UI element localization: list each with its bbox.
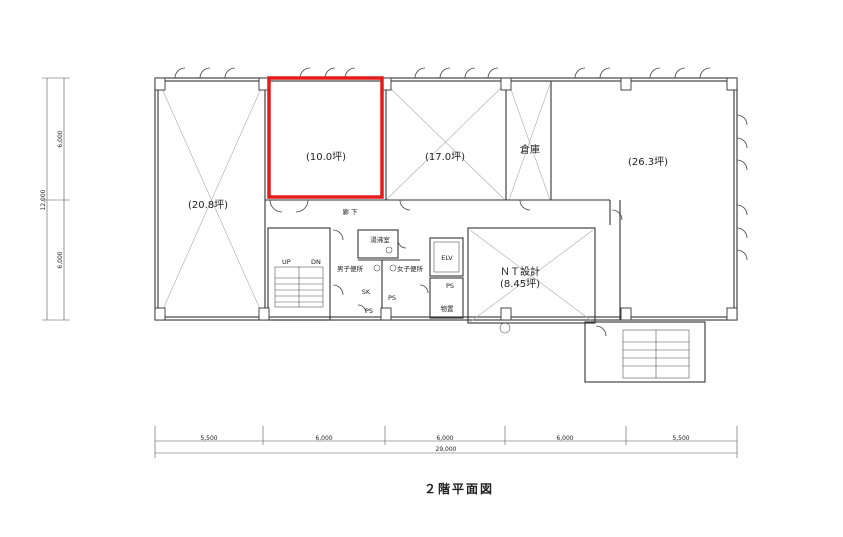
stair-dn-label: DN (311, 258, 321, 266)
structural-columns (154, 77, 738, 321)
emergency-staircase (622, 329, 690, 379)
dim-horizontal-1: 5,500 (200, 435, 217, 442)
dim-total-horizontal: 29,000 (436, 446, 457, 453)
dim-vertical-lower: 6,000 (57, 251, 64, 268)
building-outline (154, 77, 738, 321)
room-west-area: (20.8坪) (188, 198, 228, 211)
room-center-area: (17.0坪) (425, 150, 465, 163)
dim-horizontal-5: 5,500 (672, 435, 689, 442)
dim-horizontal-4: 6,000 (556, 435, 573, 442)
room-highlighted-area: (10.0坪) (306, 150, 346, 163)
mens-toilet-label: 男子便所 (337, 264, 364, 273)
elevator-label: ELV (441, 254, 453, 262)
interior-walls (264, 81, 706, 383)
ps-label-3: PS (388, 294, 396, 302)
dim-total-vertical: 12,000 (40, 189, 47, 210)
room-nt-name: ＮＴ設計 (500, 265, 540, 278)
dim-horizontal-3: 6,000 (436, 435, 453, 442)
fixtures (373, 241, 511, 334)
main-staircase: UP DN (275, 258, 323, 307)
womens-toilet-label: 女子便所 (397, 264, 424, 273)
interior-doors (269, 199, 623, 337)
floor-plan-title: ２階平面図 (424, 481, 494, 496)
dim-horizontal-2: 6,000 (315, 435, 332, 442)
horizontal-dimension: 5,500 6,000 6,000 6,000 5,500 29,000 (154, 426, 738, 458)
ps-label-2: PS (365, 307, 373, 315)
room-nt-area: (8.45坪) (500, 277, 540, 290)
north-windows (174, 67, 711, 79)
highlight-box (267, 76, 384, 199)
dim-vertical-upper: 6,000 (57, 130, 64, 147)
corridor-label: 廊 下 (342, 207, 358, 216)
storeroom-label: 物置 (441, 304, 455, 313)
ps-label-1: PS (446, 282, 454, 290)
room-storage: 倉庫 (520, 143, 540, 156)
stair-up-label: UP (282, 258, 291, 266)
room-east-area: (26.3坪) (628, 155, 668, 168)
sk-label: SK (362, 288, 371, 296)
east-windows (736, 114, 748, 261)
space-diagonals (159, 83, 594, 323)
vertical-dimension: 12,000 6,000 6,000 (40, 77, 70, 321)
kitchenette-label: 湯沸室 (370, 235, 390, 244)
